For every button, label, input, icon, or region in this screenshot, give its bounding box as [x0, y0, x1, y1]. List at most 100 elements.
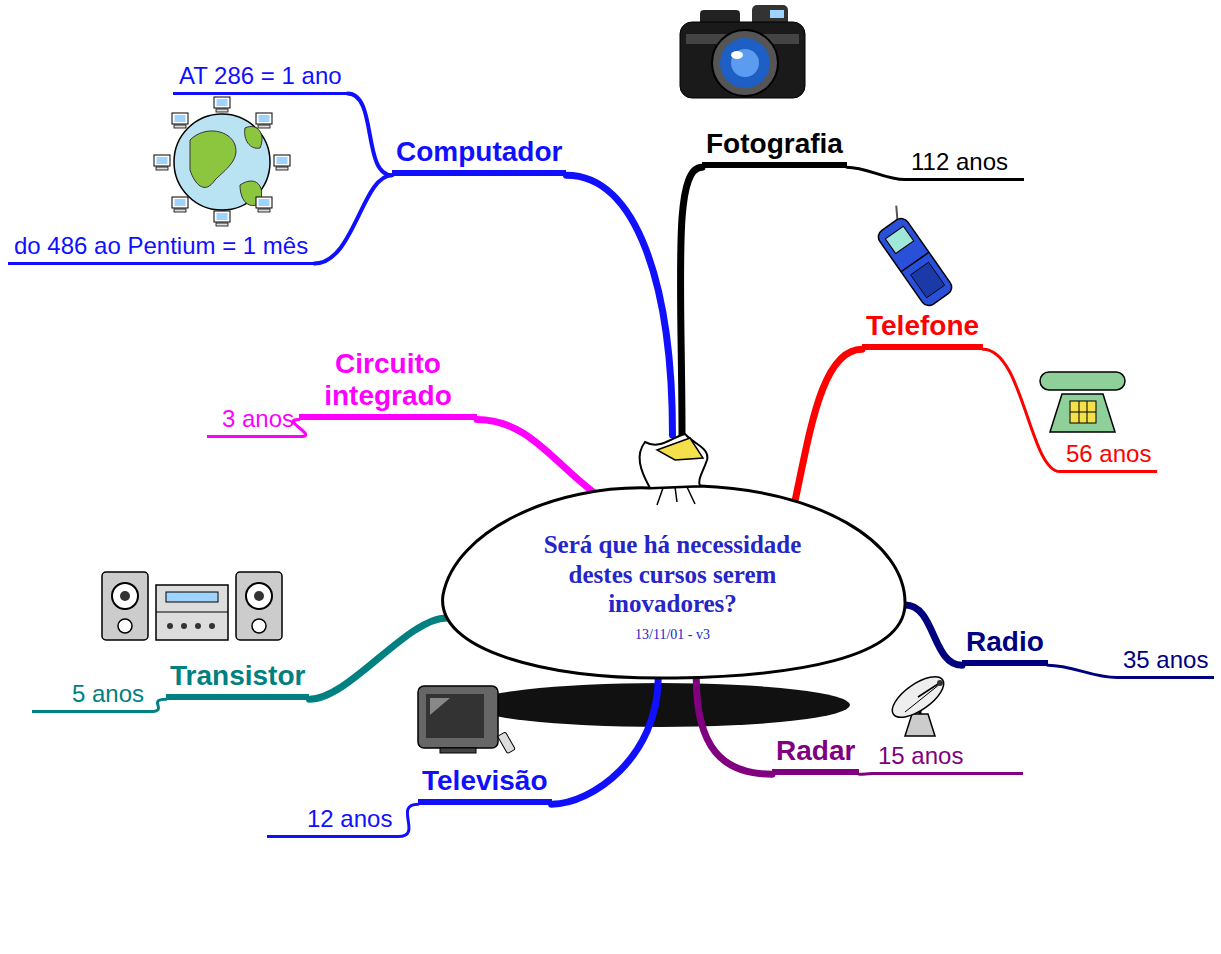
- topic-label: Radar: [776, 735, 855, 767]
- stereo-icon: [236, 572, 282, 640]
- globe-icon: [172, 197, 188, 212]
- camera-icon: [731, 49, 759, 77]
- mobile-phone-icon: [911, 262, 945, 298]
- branch-line: [983, 349, 1060, 471]
- branch-line: [847, 167, 905, 179]
- television-icon: [418, 686, 498, 748]
- branch-value: do 486 ao Pentium = 1 mês: [8, 232, 314, 265]
- desk-phone-icon: [1070, 401, 1096, 423]
- satellite-dish-icon: [905, 714, 935, 736]
- branch-value: 56 anos: [1060, 440, 1157, 473]
- satellite-dish-icon: [937, 680, 943, 686]
- globe-icon: [214, 211, 230, 226]
- bag-outline: [657, 438, 703, 460]
- value-label: 12 anos: [307, 805, 392, 833]
- branch-line: [293, 419, 305, 436]
- camera-icon: [712, 30, 778, 96]
- satellite-dish-icon: [886, 669, 950, 736]
- topic-label: Telefone: [866, 310, 979, 342]
- topic-label: Transistor: [170, 660, 305, 692]
- stereo-icon: [254, 591, 264, 601]
- globe-icon: [174, 114, 270, 210]
- value-label: 3 anos: [222, 405, 294, 433]
- branch-line: [859, 772, 872, 776]
- stereo-icon: [246, 583, 272, 609]
- branch-line: [398, 804, 418, 836]
- stereo-icon: [252, 619, 266, 633]
- branch-line: [905, 605, 962, 665]
- television-icon: [418, 686, 515, 754]
- globe-icon: [214, 97, 230, 112]
- globe-icon: [172, 113, 188, 128]
- stereo-icon: [120, 591, 130, 601]
- satellite-dish-icon: [886, 669, 950, 725]
- topic-label: Televisão: [422, 765, 548, 797]
- branch-topic: Fotografia: [702, 128, 847, 168]
- globe-icon: [274, 155, 290, 170]
- branch-topic: Radar: [772, 735, 859, 775]
- branch-topic: Transistor: [166, 660, 309, 700]
- branch-value: 35 anos: [1117, 646, 1214, 679]
- satellite-dish-icon: [918, 684, 938, 697]
- value-label: 5 anos: [72, 680, 144, 708]
- topic-label: Fotografia: [706, 128, 843, 160]
- branch-line: [150, 699, 166, 711]
- branch-topic: Computador: [392, 136, 566, 176]
- branch-line: [680, 167, 702, 435]
- desk-phone-icon: [1050, 394, 1115, 432]
- value-label: 112 anos: [911, 148, 1008, 176]
- bag-outline: [657, 487, 695, 505]
- central-bag: Será que há necessidade destes cursos se…: [435, 430, 910, 685]
- branch-line: [309, 618, 446, 699]
- globe-icon: [154, 97, 290, 226]
- mobile-phone-icon: [885, 226, 913, 253]
- date-text: 13/11/01 - v3: [635, 627, 710, 643]
- branch-line: [795, 349, 862, 501]
- branch-value: 5 anos: [32, 680, 150, 713]
- globe-icon: [190, 131, 236, 187]
- topic-label: Circuito integrado: [303, 348, 473, 412]
- branch-line: [696, 677, 772, 774]
- value-label: 15 anos: [878, 742, 963, 770]
- value-label: AT 286 = 1 ano: [179, 62, 342, 90]
- stereo-icon: [195, 623, 201, 629]
- topic-label: Computador: [396, 136, 562, 168]
- value-label: do 486 ao Pentium = 1 mês: [14, 232, 308, 260]
- branch-line: [348, 94, 392, 176]
- stereo-icon: [118, 619, 132, 633]
- television-icon: [440, 748, 476, 753]
- branch-line: [314, 175, 392, 263]
- stereo-icon: [166, 592, 218, 602]
- globe-icon: [245, 126, 262, 148]
- desk-phone-icon: [1070, 412, 1096, 413]
- stereo-icon: [209, 623, 215, 629]
- television-icon: [426, 694, 484, 738]
- value-label: 35 anos: [1123, 646, 1208, 674]
- branch-value: 112 anos: [905, 148, 1024, 181]
- stereo-icon: [102, 572, 148, 640]
- desk-phone-icon: [1040, 372, 1125, 390]
- topic-label: Radio: [966, 626, 1044, 658]
- satellite-dish-icon: [905, 684, 940, 712]
- branch-line: [477, 419, 593, 492]
- branch-topic: Radio: [962, 626, 1048, 666]
- stereo-icon: [156, 585, 228, 640]
- stereo-icon: [181, 623, 187, 629]
- mobile-phone-icon: [875, 215, 954, 308]
- camera-icon: [720, 38, 770, 88]
- branch-topic: Telefone: [862, 310, 983, 350]
- globe-icon: [256, 197, 272, 212]
- stereo-icon: [167, 623, 173, 629]
- branch-line: [1048, 665, 1117, 677]
- question-text: Será que há necessidade destes cursos se…: [513, 530, 833, 619]
- branch-value: 15 anos: [872, 742, 1023, 775]
- television-icon: [498, 732, 516, 754]
- camera-icon: [680, 22, 805, 98]
- bag-outline: [443, 486, 905, 678]
- branch-line: [566, 175, 672, 435]
- branch-value: 12 anos: [267, 805, 398, 838]
- globe-icon: [154, 155, 170, 170]
